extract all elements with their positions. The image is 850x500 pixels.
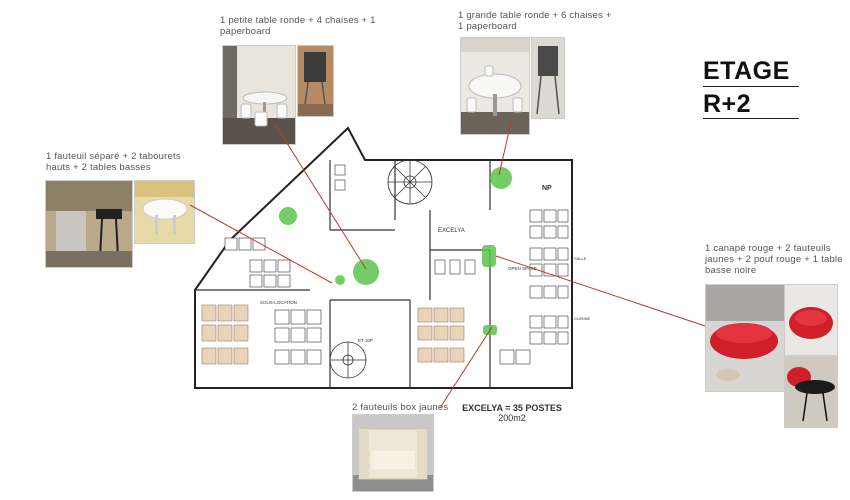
plan-staircase-bottom: [329, 341, 367, 379]
plan-label-cuisine: CUISINE: [574, 316, 591, 321]
plan-desks-middle: [417, 307, 465, 363]
photo-small-meeting-room: [222, 45, 296, 145]
floor-title: ETAGE: [703, 56, 790, 87]
photo-coffee-table: [134, 180, 195, 244]
photo-paperboard-large: [531, 37, 565, 119]
stats-block: EXCELYA = 35 POSTES 200m2: [452, 403, 572, 423]
stats-postes: EXCELYA = 35 POSTES: [462, 403, 562, 413]
leader-small-meeting: [274, 123, 367, 270]
caption-lounge-right: 1 canapé rouge + 2 fauteuils jaunes + 2 …: [705, 243, 843, 276]
plan-label-et: ET 10P: [358, 338, 373, 343]
plan-label-excelya: EXCELYA: [438, 228, 465, 234]
plan-desks-left: [201, 304, 249, 365]
leader-box-chairs: [439, 326, 493, 409]
photo-large-meeting-room: [460, 37, 530, 135]
photo-lounge-left: [45, 180, 133, 268]
plan-label-sous-location: SOUS-LOCATION: [260, 300, 297, 305]
floor-title-line1: ETAGE: [703, 57, 790, 85]
floor-title-2: R+2: [703, 89, 751, 120]
plan-inner-walls: [195, 160, 491, 388]
caption-box-chairs: 2 fauteuils box jaunes: [352, 402, 449, 413]
photo-red-pouf: [784, 284, 838, 356]
leader-large-meeting: [498, 117, 513, 176]
photo-black-table: [784, 356, 838, 428]
photo-box-chairs: [352, 414, 434, 492]
plan-label-np: NP: [542, 185, 552, 192]
plan-fixtures: [334, 164, 531, 365]
title-rule-bottom: [703, 118, 799, 119]
leader-lounge-right: [495, 255, 706, 327]
photo-paperboard-small: [297, 45, 334, 117]
caption-lounge-left: 1 fauteuil séparé + 2 tabourets hauts + …: [46, 151, 181, 173]
title-rule-top: [703, 86, 799, 87]
plan-staircase-top: [387, 159, 433, 205]
plan-label-open-space: OPEN SPACE: [508, 266, 537, 271]
floor-title-line2: R+2: [703, 90, 752, 118]
photo-red-sofa: [705, 284, 785, 392]
caption-large-meeting: 1 grande table ronde + 6 chaises + 1 pap…: [458, 10, 612, 32]
floor-plan: EXCELYA SOUS-LOCATION OPEN SPACE SALLE C…: [194, 126, 591, 389]
plan-desks-right: [529, 209, 569, 345]
leader-lounge-left: [189, 204, 333, 284]
plan-label-salle: SALLE: [574, 256, 587, 261]
plan-desks-center: [224, 237, 322, 365]
caption-small-meeting: 1 petite table ronde + 4 chaises + 1 pap…: [220, 15, 376, 37]
stats-area: 200m2: [498, 413, 526, 423]
